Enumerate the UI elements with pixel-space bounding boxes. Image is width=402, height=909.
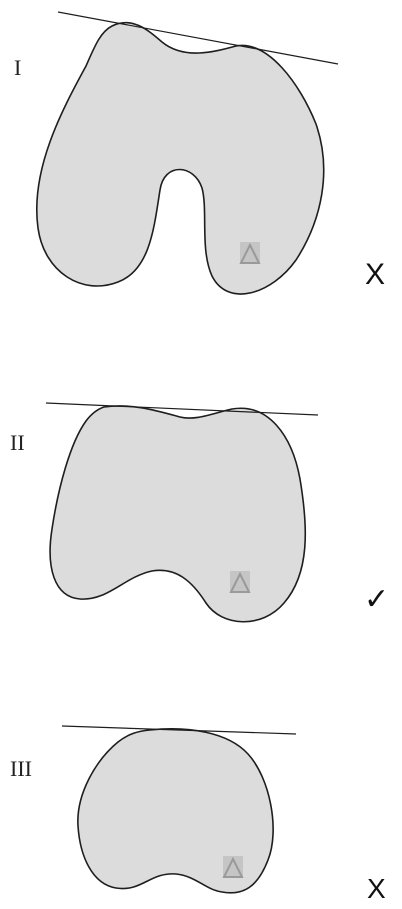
panel-1: I X: [0, 0, 402, 300]
cross-icon: X: [365, 258, 386, 291]
triangle-marker: [239, 242, 261, 264]
panel-label: III: [10, 756, 32, 781]
panel-label: I: [14, 55, 22, 80]
bone-shape: [36, 21, 325, 295]
triangle-marker: [222, 856, 244, 878]
tangent-line: [45, 402, 319, 416]
bone-outline-3: [61, 725, 297, 894]
panel-2: II ✓: [0, 395, 402, 635]
panel-label: II: [10, 430, 25, 455]
bone-shape: [77, 728, 274, 894]
tangent-line: [61, 725, 297, 735]
tangent-line: [57, 11, 339, 65]
panel-3: III X: [0, 720, 402, 909]
triangle-marker: [229, 571, 251, 593]
bone-outline-2: [45, 402, 319, 623]
bone-shape: [49, 405, 307, 623]
cross-icon: X: [367, 873, 386, 904]
checkmark-icon: ✓: [364, 583, 390, 616]
bone-outline-1: [36, 11, 339, 295]
